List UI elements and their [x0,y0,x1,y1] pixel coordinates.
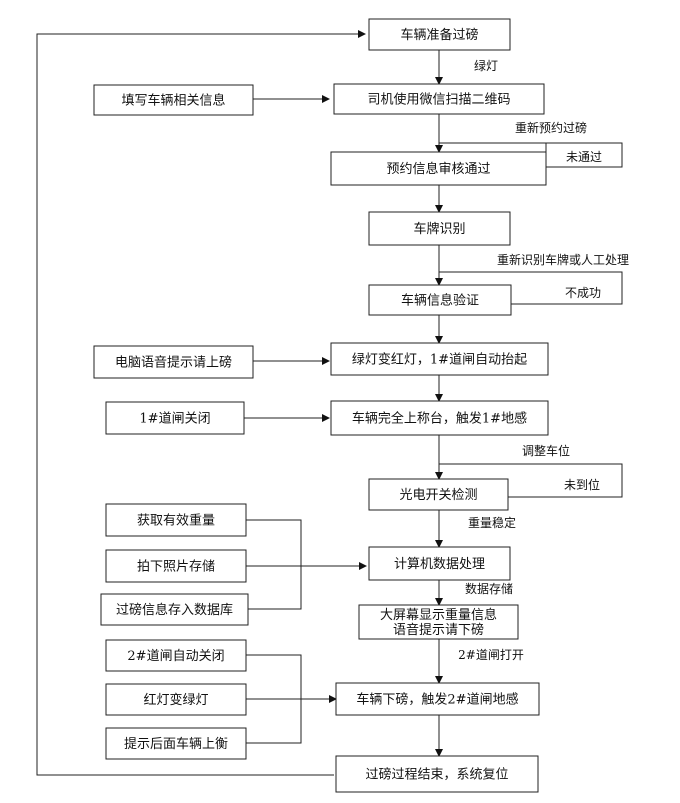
side-step-weight-box [105,503,247,537]
side-step-store-text: 过磅信息存入数据库 [116,602,233,618]
step-display-box [358,604,519,640]
step-prepare-box [368,18,511,51]
edge-loop-back [36,30,366,776]
step-scan-text: 司机使用微信扫描二维码 [367,92,510,108]
edge-photo-feedback [439,463,623,498]
edge-label-reident: 重新识别车牌或人工处理 [497,252,629,267]
step-plate-box [368,211,511,246]
side-step-voice1-box [93,345,254,379]
step-display-text-1: 大屏幕显示重量信息 [380,607,497,623]
edge-label-adjust: 调整车位 [522,443,570,458]
step-verify-box [368,284,512,316]
step-plate-text: 车牌识别 [413,221,465,237]
step-offscale-box [335,682,540,716]
edge-label-stable: 重量稳定 [468,515,516,530]
side-step-redgreen-box [105,683,247,716]
side-step-next-box [105,727,247,760]
side-step-voice1-text: 电脑语音提示请上磅 [115,355,232,371]
side-step-store-box [100,593,249,626]
step-process-text: 计算机数据处理 [394,557,485,572]
step-display-text-2: 语音提示请下磅 [393,622,484,638]
side-step-gate2close-box [105,639,247,672]
step-scan-box [333,83,545,115]
edge-label-notpos: 未到位 [564,477,600,492]
side-step-shoot-text: 拍下照片存储 [137,560,215,575]
side-step-shoot-box [105,549,247,583]
step-end-text: 过磅过程结束，系统复位 [365,767,508,783]
bracket-process-inputs [246,519,302,610]
side-step-redgreen-text: 红灯变绿灯 [143,692,208,708]
side-step-next-text: 提示后面车辆上衡 [124,736,228,752]
step-photo-box [368,478,509,511]
step-onscale-text: 车辆完全上称台，触发1#地感 [352,411,527,427]
edge-label-green: 绿灯 [474,58,498,73]
step-end-box [335,755,539,793]
side-step-gate1close-box [105,401,245,435]
step-gate1-text: 绿灯变红灯，1#道闸自动抬起 [352,352,527,368]
edge-label-notpass: 未通过 [566,150,602,164]
side-step-fill-box [93,84,254,116]
step-process-box [368,546,511,581]
step-prepare-text: 车辆准备过磅 [400,27,478,43]
step-offscale-text: 车辆下磅，触发2#道闸地感 [356,692,518,708]
step-onscale-box [330,400,549,436]
edge-label-fail: 不成功 [565,286,601,300]
step-verify-text: 车辆信息验证 [401,293,479,309]
edge-label-rebook: 重新预约过磅 [515,120,587,135]
edge-label-datastore: 数据存储 [465,581,513,596]
edge-label-gate2open: 2#道闸打开 [458,648,524,662]
edge-verify-feedback [439,271,623,305]
side-step-gate2close-text: 2#道闸自动关闭 [127,649,224,664]
step-gate1-box [330,342,549,376]
side-step-gate1close-text: 1#道闸关闭 [139,412,210,427]
step-review-box [330,151,547,186]
step-review-text: 预约信息审核通过 [386,161,490,177]
side-step-fill-text: 填写车辆相关信息 [121,93,225,109]
side-step-weight-text: 获取有效重量 [137,513,215,529]
step-photo-text: 光电开关检测 [399,488,477,503]
